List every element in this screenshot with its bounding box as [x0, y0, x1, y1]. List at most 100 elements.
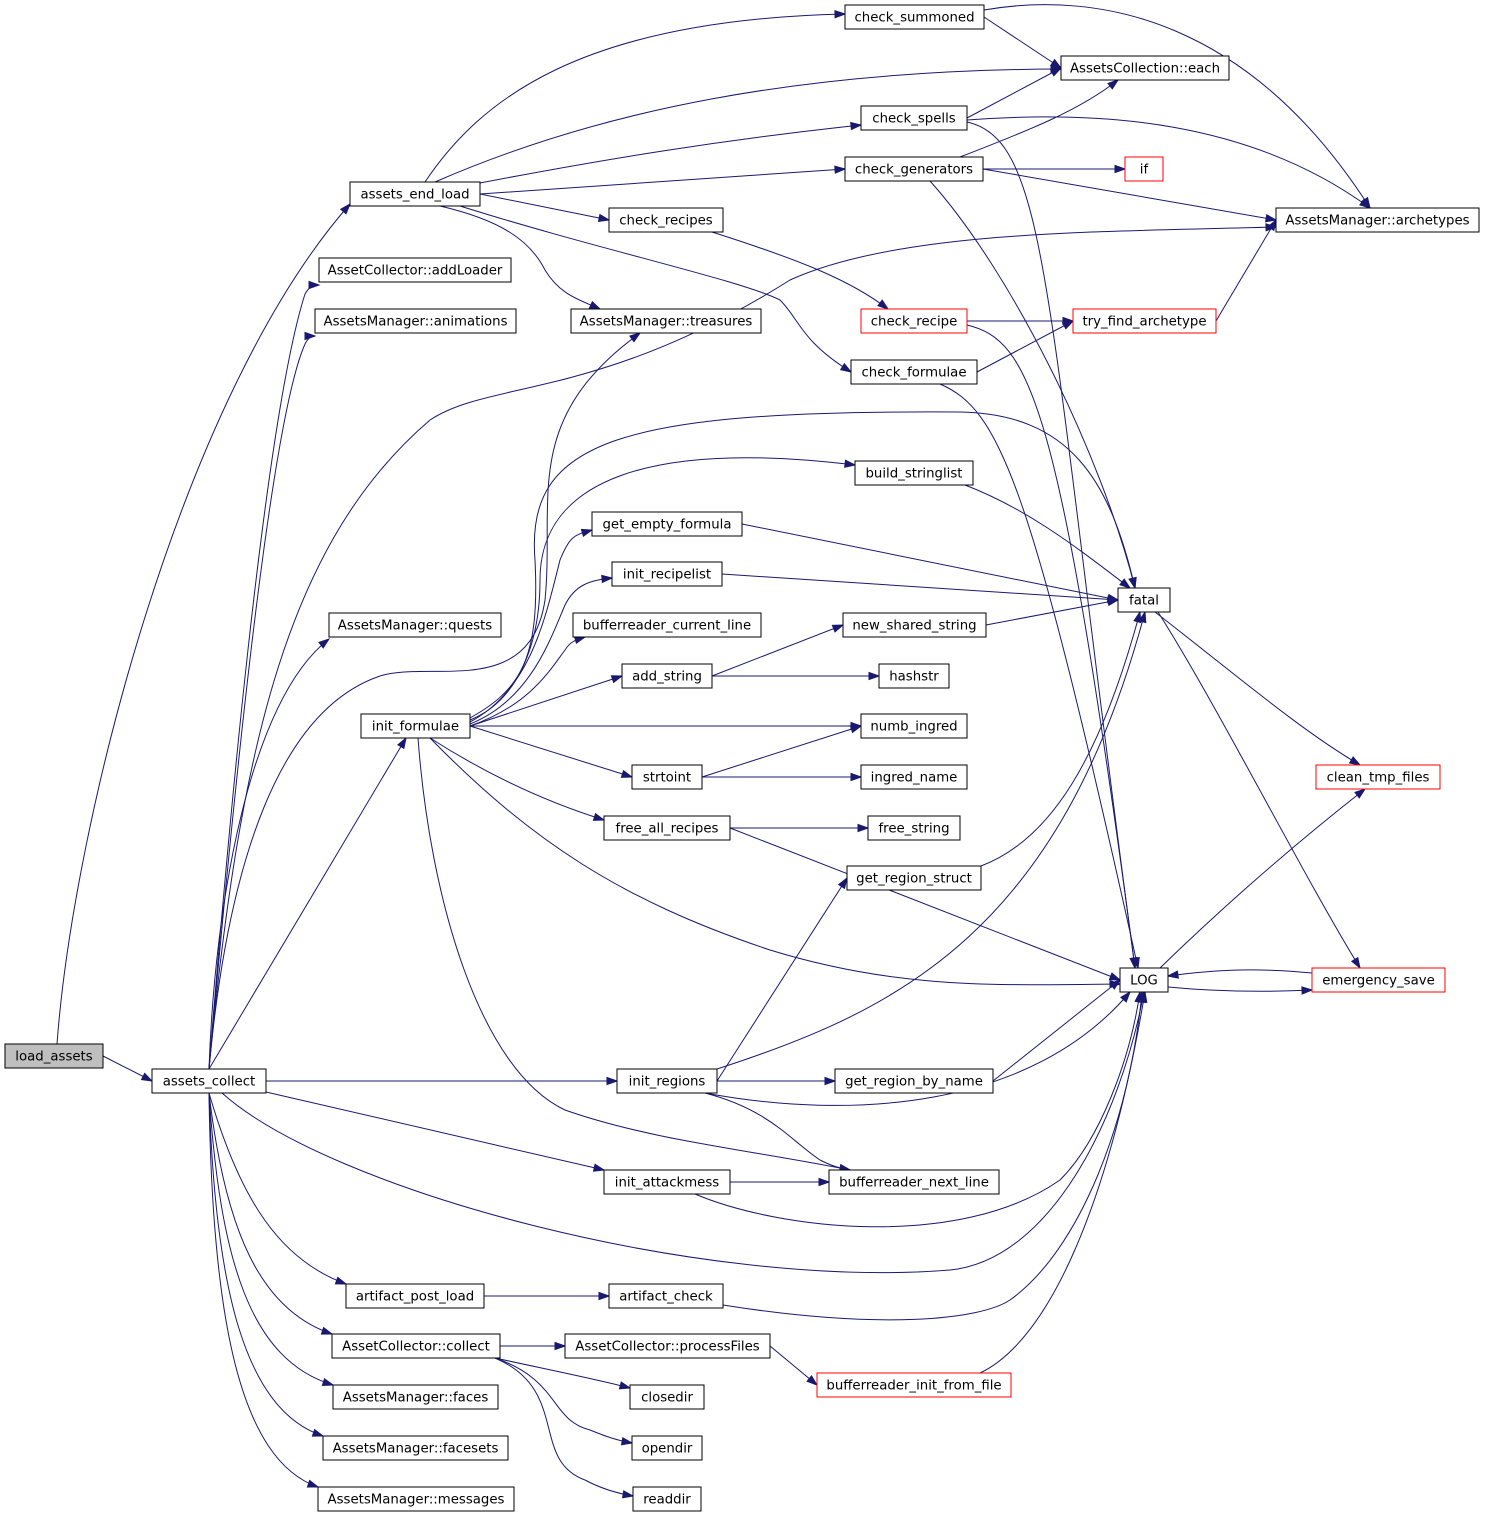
node-box[interactable]: [828, 1169, 1000, 1195]
node-box[interactable]: [360, 713, 471, 739]
node-free_string[interactable]: free_string: [867, 815, 961, 841]
node-ingred_name[interactable]: ingred_name: [860, 764, 968, 790]
node-box[interactable]: [603, 1169, 731, 1195]
node-processFiles[interactable]: AssetCollector::processFiles: [564, 1333, 771, 1359]
node-box[interactable]: [629, 1384, 705, 1410]
node-check_spells[interactable]: check_spells: [860, 105, 968, 131]
node-init_formulae[interactable]: init_formulae: [360, 713, 471, 739]
node-box[interactable]: [322, 1435, 509, 1461]
node-box[interactable]: [1072, 308, 1217, 334]
node-box[interactable]: [331, 1333, 501, 1359]
node-opendir[interactable]: opendir: [631, 1435, 703, 1461]
node-bufferreader_current_line[interactable]: bufferreader_current_line: [572, 612, 762, 638]
node-new_shared_string[interactable]: new_shared_string: [842, 612, 987, 638]
node-box[interactable]: [834, 1068, 994, 1094]
node-free_all_recipes[interactable]: free_all_recipes: [603, 815, 731, 841]
node-box[interactable]: [603, 815, 731, 841]
node-closedir[interactable]: closedir: [629, 1384, 705, 1410]
node-box[interactable]: [1119, 967, 1169, 993]
node-clean_tmp_files[interactable]: clean_tmp_files: [1315, 764, 1441, 790]
node-artifact_post_load[interactable]: artifact_post_load: [345, 1283, 485, 1309]
node-box[interactable]: [844, 4, 985, 30]
node-box[interactable]: [854, 460, 974, 486]
node-box[interactable]: [151, 1068, 267, 1094]
node-box[interactable]: [328, 612, 502, 638]
node-check_formulae[interactable]: check_formulae: [850, 359, 978, 385]
node-assets_end_load[interactable]: assets_end_load: [349, 181, 481, 207]
node-box[interactable]: [1311, 967, 1446, 993]
node-init_regions[interactable]: init_regions: [616, 1068, 718, 1094]
node-box[interactable]: [1275, 207, 1480, 233]
node-bufferreader_init_from_file[interactable]: bufferreader_init_from_file: [816, 1372, 1012, 1398]
node-emergency_save[interactable]: emergency_save: [1311, 967, 1446, 993]
node-assets_collect[interactable]: assets_collect: [151, 1068, 267, 1094]
node-box[interactable]: [564, 1333, 771, 1359]
node-box[interactable]: [1060, 55, 1230, 81]
node-box[interactable]: [332, 1384, 499, 1410]
node-init_recipelist[interactable]: init_recipelist: [611, 561, 723, 587]
node-each[interactable]: AssetsCollection::each: [1060, 55, 1230, 81]
node-faces[interactable]: AssetsManager::faces: [332, 1384, 499, 1410]
node-box[interactable]: [846, 865, 982, 891]
node-facesets[interactable]: AssetsManager::facesets: [322, 1435, 509, 1461]
node-collect[interactable]: AssetCollector::collect: [331, 1333, 501, 1359]
node-box[interactable]: [867, 815, 961, 841]
node-get_region_struct[interactable]: get_region_struct: [846, 865, 982, 891]
node-load_assets[interactable]: load_assets: [4, 1043, 104, 1069]
node-box[interactable]: [631, 1435, 703, 1461]
node-box[interactable]: [317, 1486, 515, 1512]
node-add_string[interactable]: add_string: [621, 663, 713, 689]
node-animations[interactable]: AssetsManager::animations: [314, 308, 517, 334]
node-box[interactable]: [878, 663, 950, 689]
node-box[interactable]: [816, 1372, 1012, 1398]
node-box[interactable]: [608, 1283, 724, 1309]
node-box[interactable]: [860, 764, 968, 790]
node-init_attackmess[interactable]: init_attackmess: [603, 1169, 731, 1195]
node-build_stringlist[interactable]: build_stringlist: [854, 460, 974, 486]
node-box[interactable]: [318, 257, 512, 283]
node-box[interactable]: [842, 612, 987, 638]
node-box[interactable]: [621, 663, 713, 689]
node-box[interactable]: [844, 156, 984, 182]
node-numb_ingred[interactable]: numb_ingred: [860, 713, 968, 739]
node-box[interactable]: [632, 1486, 702, 1512]
node-box[interactable]: [314, 308, 517, 334]
node-addLoader[interactable]: AssetCollector::addLoader: [318, 257, 512, 283]
node-box[interactable]: [608, 207, 724, 233]
node-strtoint[interactable]: strtoint: [631, 764, 703, 790]
node-box[interactable]: [631, 764, 703, 790]
node-get_region_by_name[interactable]: get_region_by_name: [834, 1068, 994, 1094]
node-archetypes[interactable]: AssetsManager::archetypes: [1275, 207, 1480, 233]
node-box[interactable]: [611, 561, 723, 587]
node-check_recipe[interactable]: check_recipe: [860, 308, 968, 334]
node-artifact_check[interactable]: artifact_check: [608, 1283, 724, 1309]
node-box[interactable]: [616, 1068, 718, 1094]
node-messages[interactable]: AssetsManager::messages: [317, 1486, 515, 1512]
node-box[interactable]: [1315, 764, 1441, 790]
node-treasures[interactable]: AssetsManager::treasures: [570, 308, 762, 334]
node-box[interactable]: [1124, 156, 1164, 182]
node-box[interactable]: [591, 511, 743, 537]
node-box[interactable]: [349, 181, 481, 207]
node-box[interactable]: [860, 308, 968, 334]
node-box[interactable]: [860, 713, 968, 739]
node-if[interactable]: if: [1124, 156, 1164, 182]
node-box[interactable]: [4, 1043, 104, 1069]
node-box[interactable]: [570, 308, 762, 334]
node-readdir[interactable]: readdir: [632, 1486, 702, 1512]
node-fatal[interactable]: fatal: [1117, 587, 1171, 613]
node-hashstr[interactable]: hashstr: [878, 663, 950, 689]
node-box[interactable]: [1117, 587, 1171, 613]
node-quests[interactable]: AssetsManager::quests: [328, 612, 502, 638]
node-check_generators[interactable]: check_generators: [844, 156, 984, 182]
node-check_summoned[interactable]: check_summoned: [844, 4, 985, 30]
node-box[interactable]: [850, 359, 978, 385]
node-LOG[interactable]: LOG: [1119, 967, 1169, 993]
node-box[interactable]: [345, 1283, 485, 1309]
node-bufferreader_next_line[interactable]: bufferreader_next_line: [828, 1169, 1000, 1195]
node-box[interactable]: [572, 612, 762, 638]
node-try_find_archetype[interactable]: try_find_archetype: [1072, 308, 1217, 334]
node-box[interactable]: [860, 105, 968, 131]
node-get_empty_formula[interactable]: get_empty_formula: [591, 511, 743, 537]
node-check_recipes[interactable]: check_recipes: [608, 207, 724, 233]
